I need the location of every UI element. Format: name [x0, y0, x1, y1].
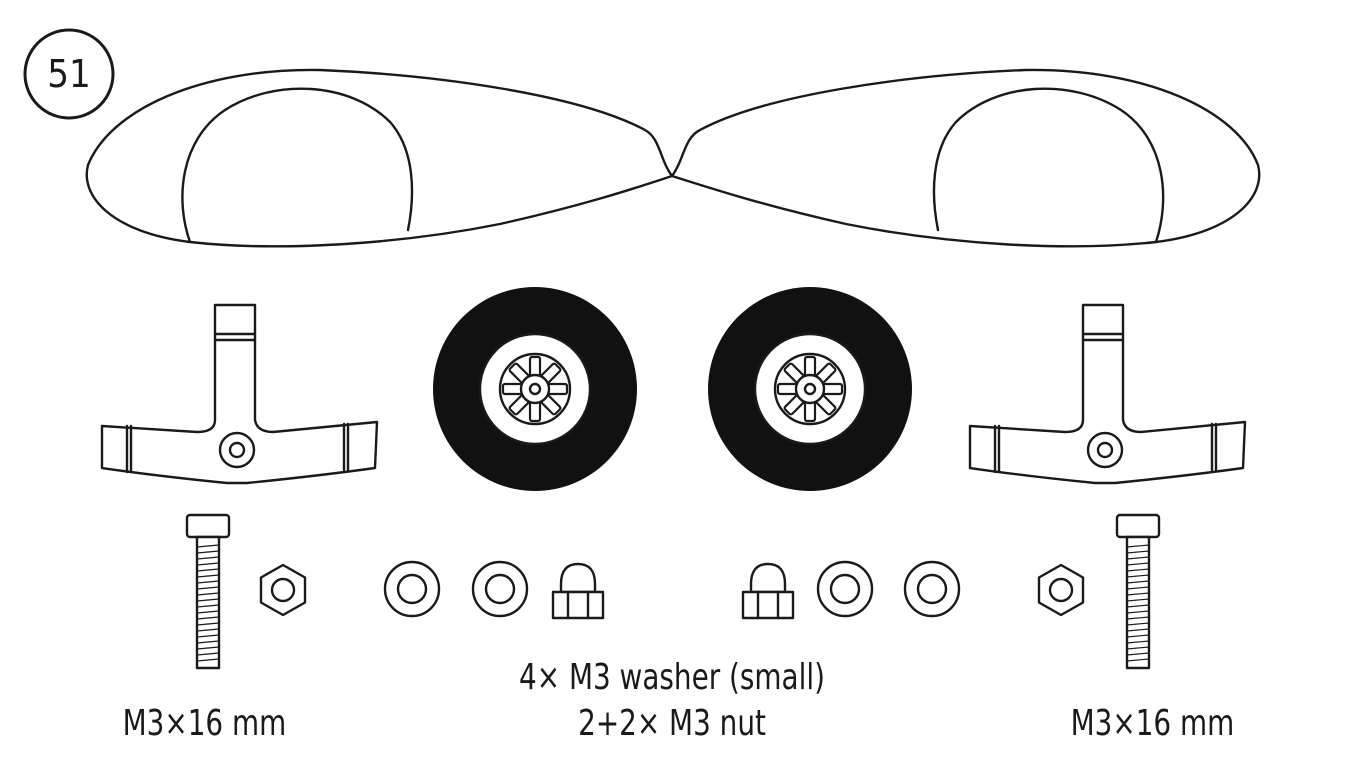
right-bolt-label: M3×16 mm: [1070, 703, 1235, 744]
wheel-fairing-right: [670, 68, 1261, 248]
hex-nut-right: [1037, 563, 1085, 617]
washer-label: 4× M3 washer (small): [519, 657, 825, 698]
step-number-badge: [23, 28, 115, 120]
nut-label: 2+2× M3 nut: [578, 703, 766, 744]
wheel-right: [706, 285, 914, 493]
washer-2: [471, 560, 529, 618]
landing-gear-strut-left: [100, 303, 379, 485]
bolt-right: [1115, 513, 1161, 670]
hex-nut-left: [259, 563, 307, 617]
washer-3: [816, 560, 874, 618]
washer-4: [903, 560, 961, 618]
washer-1: [383, 560, 441, 618]
bolt-left: [185, 513, 231, 670]
landing-gear-strut-right: [968, 303, 1247, 485]
cap-nut-left: [551, 562, 605, 620]
wheel-left: [431, 285, 639, 493]
cap-nut-right: [741, 562, 795, 620]
wheel-fairing-left: [85, 68, 674, 248]
left-bolt-label: M3×16 mm: [122, 703, 287, 744]
step-number: 51: [47, 52, 91, 96]
